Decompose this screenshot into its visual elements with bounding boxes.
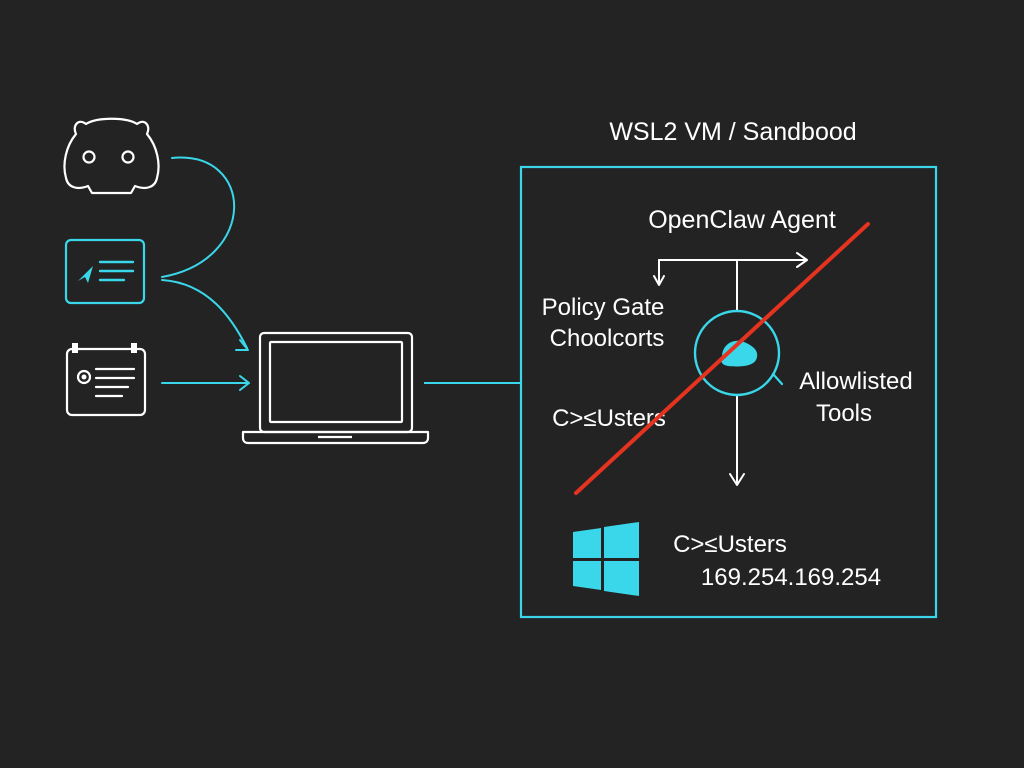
calendar-card-icon	[65, 343, 147, 417]
sandbox-boundary	[519, 165, 938, 619]
windows-logo-icon	[573, 522, 639, 596]
telegram-card-icon	[64, 238, 146, 305]
blocked-slash	[574, 222, 870, 495]
arrowhead-laptop-upper	[235, 339, 249, 351]
host-ip-label: 169.254.169.254	[701, 564, 881, 591]
allowlisted-sublabel: Tools	[816, 400, 872, 427]
allowlisted-label: Allowlisted	[799, 368, 912, 395]
policy-gate-label: Policy Gate	[542, 294, 665, 321]
arrowhead-laptop-lower	[239, 375, 250, 391]
discord-bot-icon	[63, 117, 160, 195]
policy-gate-node-icon	[693, 309, 784, 397]
laptop-icon	[241, 331, 430, 445]
agent-to-policy-arrowhead	[653, 275, 665, 286]
agent-bus-arrowhead	[796, 252, 808, 268]
agent-label: OpenClaw Agent	[648, 206, 836, 234]
sandbox-title: WSL2 VM / Sandbood	[609, 118, 856, 146]
connector-messaging-to-laptop	[161, 279, 248, 349]
connector-bot-to-messaging	[161, 156, 236, 278]
policy-gate-sublabel: Choolcorts	[550, 325, 665, 352]
gate-to-host-arrowhead	[729, 473, 745, 486]
host-path-label: C>≤Usters	[673, 531, 787, 558]
